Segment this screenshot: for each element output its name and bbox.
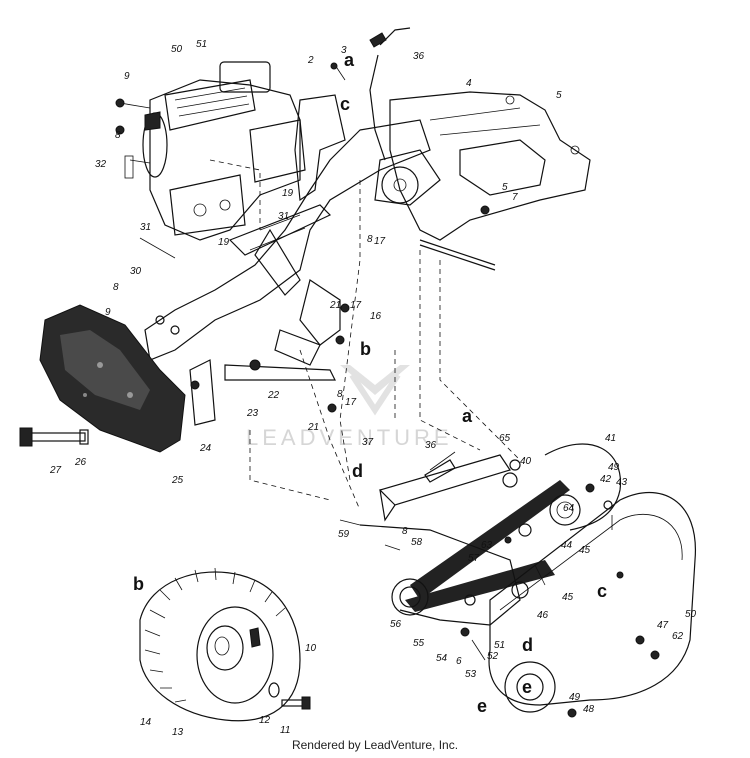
callout: 17 <box>345 397 357 408</box>
callout: 5 <box>502 182 508 193</box>
callout: 31 <box>278 211 289 222</box>
tine-hood-assembly <box>294 91 591 271</box>
letter-b-wheel: b <box>133 574 144 594</box>
callout: 23 <box>246 408 259 419</box>
callout: 65 <box>499 433 511 444</box>
part-callouts: 2 3 4 5 5 6 7 8 8 8 8 8 9 9 10 11 12 13 … <box>49 39 697 738</box>
callout: 11 <box>280 725 290 736</box>
callout: 64 <box>563 503 575 514</box>
hardware-parts <box>115 62 350 413</box>
callout: 59 <box>338 529 350 540</box>
watermark: LEADVENTURE <box>246 365 453 450</box>
cover-hardware <box>339 483 660 718</box>
callout: 63 <box>481 540 493 551</box>
callout: 8 <box>402 526 408 537</box>
callout: 9 <box>105 307 111 318</box>
callout: 45 <box>562 592 574 603</box>
callout: 16 <box>370 311 382 322</box>
front-weight-bolt <box>19 427 89 447</box>
callout: 47 <box>657 620 669 631</box>
wheel-assembly <box>139 567 311 722</box>
callout: 49 <box>569 692 581 703</box>
callout: 42 <box>600 474 612 485</box>
callout: 36 <box>413 51 425 62</box>
callout: 30 <box>130 266 142 277</box>
callout: 13 <box>172 727 184 738</box>
main-frame <box>144 119 431 426</box>
callout: 62 <box>672 631 684 642</box>
callout: 3 <box>341 45 347 56</box>
callout: 40 <box>520 456 532 467</box>
callout: 56 <box>390 619 402 630</box>
letter-b-mid: b <box>360 339 371 359</box>
letter-c-cover: c <box>597 581 607 601</box>
callout: 21 <box>329 300 341 311</box>
front-weight <box>39 304 186 453</box>
callout: 32 <box>95 159 107 170</box>
engine-assembly <box>115 61 306 241</box>
callout: 24 <box>199 443 212 454</box>
callout: 58 <box>411 537 423 548</box>
callout: 22 <box>267 390 280 401</box>
section-letters: a c b a d b c d e e <box>133 50 607 716</box>
callout: 8 <box>113 282 119 293</box>
letter-d-cover: d <box>522 635 533 655</box>
callout: 19 <box>218 237 230 248</box>
callout: 14 <box>140 717 152 728</box>
callout: 54 <box>436 653 448 664</box>
construction-lines <box>209 159 521 511</box>
callout: 57 <box>468 553 480 564</box>
letter-e-cover: e <box>522 677 532 697</box>
footer-credit: Rendered by LeadVenture, Inc. <box>291 738 459 752</box>
callout: 50 <box>685 609 697 620</box>
callout: 36 <box>425 440 437 451</box>
callout: 7 <box>512 192 518 203</box>
callout: 53 <box>465 669 477 680</box>
callout: 44 <box>561 540 573 551</box>
callout: 51 <box>196 39 207 50</box>
callout: 26 <box>74 457 87 468</box>
callout: 4 <box>466 78 472 89</box>
callout: 6 <box>456 656 462 667</box>
callout: 2 <box>307 55 314 66</box>
callout: 49 <box>608 462 620 473</box>
control-cable <box>369 27 411 161</box>
callout: 50 <box>171 44 183 55</box>
callout: 9 <box>124 71 130 82</box>
letter-d-mid: d <box>352 461 363 481</box>
callout: 19 <box>282 188 294 199</box>
callout: 8 <box>115 130 121 141</box>
callout: 55 <box>413 638 425 649</box>
callout: 17 <box>374 236 386 247</box>
callout: 45 <box>579 545 591 556</box>
callout: 52 <box>487 651 499 662</box>
watermark-text: LEADVENTURE <box>246 425 453 450</box>
callout: 31 <box>140 222 151 233</box>
callout: 21 <box>307 422 319 433</box>
callout: 46 <box>537 610 549 621</box>
letter-a-mid: a <box>462 406 473 426</box>
letter-a-top: a <box>344 50 355 70</box>
letter-e-left: e <box>477 696 487 716</box>
callout: 51 <box>494 640 505 651</box>
callout: 25 <box>171 475 184 486</box>
belt-cover <box>488 491 696 713</box>
callout: 12 <box>259 715 271 726</box>
belt-drive-assembly <box>359 443 622 626</box>
callout: 10 <box>305 643 317 654</box>
callout: 27 <box>49 465 62 476</box>
callout: 8 <box>337 389 343 400</box>
callout: 43 <box>616 477 628 488</box>
tension-lever-assembly <box>378 451 521 522</box>
callout: 41 <box>605 433 616 444</box>
callout: 5 <box>556 90 562 101</box>
callout: 37 <box>362 437 374 448</box>
callout: 17 <box>350 300 362 311</box>
letter-c-top: c <box>340 94 350 114</box>
callout: 8 <box>367 234 373 245</box>
callout: 48 <box>583 704 595 715</box>
